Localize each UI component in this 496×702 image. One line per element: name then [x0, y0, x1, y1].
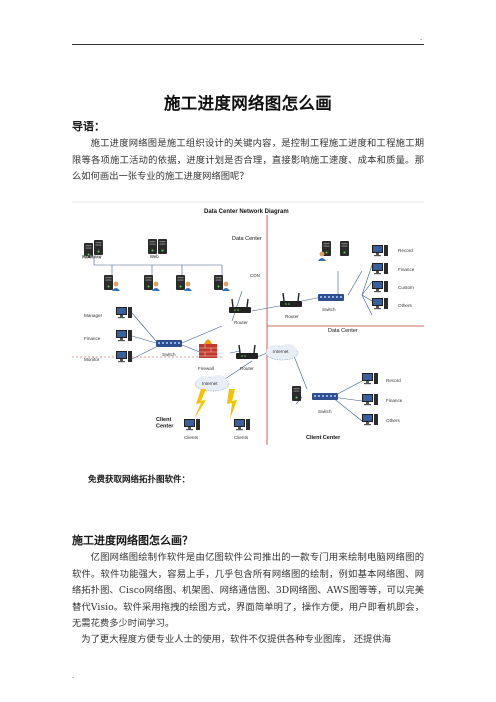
internet-top-label: Internet — [273, 349, 289, 354]
router-main-label: Router — [234, 320, 248, 325]
section-paragraph-1: 亿图网络图绘制作软件是由亿图软件公司推出的一款专门用来绘制电脑网络图的软件。软件… — [72, 552, 424, 629]
internet-low-label: Internet — [202, 381, 218, 386]
cdn-label: CDN — [250, 273, 260, 278]
internet-cloud-top — [265, 344, 299, 361]
clients-a-label: Clients — [184, 435, 199, 440]
footer-dot: . — [72, 672, 75, 680]
section-heading: 施工进度网络图怎么画？ — [72, 534, 193, 547]
diagram-title: Data Center Network Diagram — [204, 209, 289, 215]
file-server-label: File Server — [82, 254, 102, 259]
download-cta[interactable]: 免费获取网络拓扑图软件： — [88, 475, 191, 485]
router-low-label: Router — [240, 366, 254, 371]
firewall-icon — [199, 339, 217, 358]
intro-paragraph: 施工进度网络图是施工组织设计的关键内容，是控制工程施工进度和工程施工期限等各项施… — [72, 138, 424, 182]
internet-cloud-low — [194, 375, 230, 392]
intro-heading: 导语： — [72, 120, 105, 133]
clients-b-label: Clients — [234, 435, 249, 440]
finance-low-label: Finance — [386, 398, 403, 403]
record-low-label: Record — [386, 378, 401, 383]
finance-left-label: Finance — [84, 336, 101, 341]
lightning-icon — [194, 389, 206, 419]
router-top-label: Router — [285, 314, 299, 319]
switch-left-label: Switch — [162, 352, 176, 357]
zone-client-right: Client Center — [306, 435, 341, 441]
network-diagram: Data Center Network Diagram Data Center … — [72, 201, 424, 451]
switch-right-label: Switch — [322, 307, 336, 312]
section-paragraph-2: 为了更大程度方便专业人士的使用，软件不仅提供各种专业图库， 还提供海 — [81, 634, 392, 645]
others-top-label: Others — [398, 303, 412, 308]
custom-label: Custom — [398, 285, 414, 290]
firewall-label: Firewall — [198, 366, 214, 371]
page-title: 施工进度网络图怎么画 — [164, 94, 332, 113]
switch-low-label: Switch — [318, 409, 332, 414]
header-rule — [72, 44, 424, 45]
manager-label: Manager — [84, 313, 103, 318]
header-dot: . — [420, 34, 423, 42]
web-label: Web — [150, 254, 159, 259]
finance-top-label: Finance — [398, 267, 415, 272]
monitor-label: Monitor — [84, 357, 100, 362]
record-top-label: Record — [398, 248, 413, 253]
zone-top-label: Data Center — [232, 236, 262, 242]
lightning-icon — [227, 389, 237, 419]
others-low-label: Others — [386, 418, 400, 423]
zone-mid-label: Data Center — [328, 328, 358, 334]
